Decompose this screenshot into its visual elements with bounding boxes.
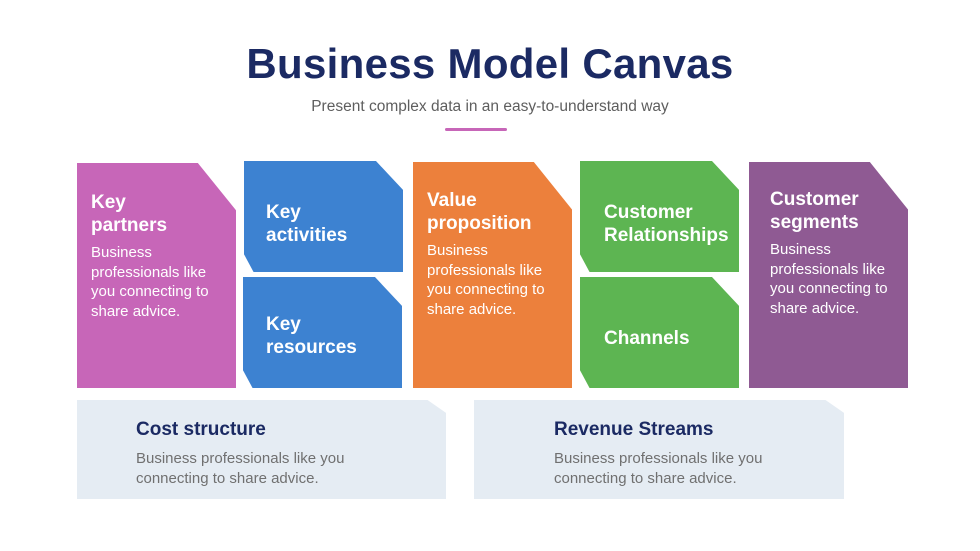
key-activities-title: Key activities: [266, 202, 348, 246]
key-resources-block: Key resources: [243, 277, 402, 388]
customer-segments-text: Business professionals like you connecti…: [770, 241, 888, 317]
customer-segments-block: Customer segments Business professionals…: [749, 162, 908, 388]
revenue-streams-title: Revenue Streams: [554, 419, 714, 440]
revenue-streams-panel: Revenue Streams Business professionals l…: [474, 400, 844, 499]
channels-block: Channels: [580, 277, 739, 388]
cost-structure-title: Cost structure: [136, 419, 266, 440]
customer-segments-title: Customer segments: [770, 189, 859, 233]
key-resources-title: Key resources: [266, 314, 357, 358]
revenue-streams-text: Business professionals like you connecti…: [554, 450, 763, 487]
key-partners-block: Key partners Business professionals like…: [77, 163, 236, 388]
key-partners-title: Key partners: [91, 192, 168, 236]
key-activities-block: Key activities: [244, 161, 403, 272]
value-proposition-block: Value proposition Business professionals…: [413, 162, 572, 388]
channels-title: Channels: [604, 328, 690, 349]
customer-relationships-block: Customer Relationships: [580, 161, 739, 272]
page-subtitle: Present complex data in an easy-to-under…: [311, 98, 669, 115]
key-partners-text: Business professionals like you connecti…: [91, 244, 209, 320]
cost-structure-panel: Cost structure Business professionals li…: [77, 400, 446, 499]
cost-structure-text: Business professionals like you connecti…: [136, 450, 345, 487]
value-proposition-title: Value proposition: [427, 190, 532, 234]
page-title: Business Model Canvas: [246, 40, 734, 87]
title-underline: [445, 128, 507, 131]
customer-relationships-title: Customer Relationships: [604, 202, 729, 246]
value-proposition-text: Business professionals like you connecti…: [427, 242, 545, 318]
